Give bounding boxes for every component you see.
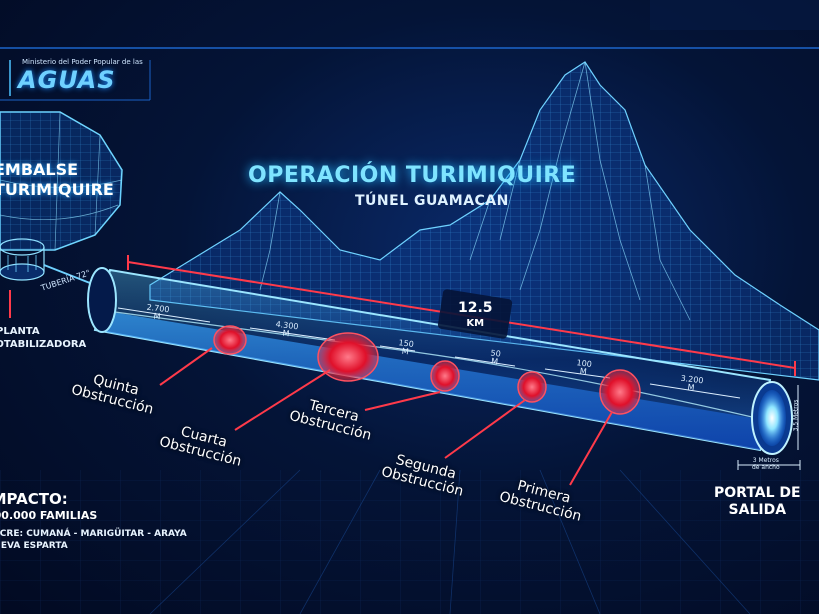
obstruction-1	[599, 369, 641, 415]
width-line2: de ancho	[752, 464, 780, 471]
length-label: 12.5 KM	[458, 300, 493, 332]
impacto-line1: SUCRE: CUMANÁ - MARIGÜITAR - ARAYA	[0, 529, 187, 539]
embalse-line1: EMBALSE	[0, 160, 79, 179]
length-unit: KM	[466, 318, 485, 329]
portal-label: PORTAL DE SALIDA	[714, 485, 801, 519]
segment-label: 2.700 M	[145, 303, 170, 323]
length-measure	[127, 255, 796, 376]
segment-label: 50 M	[489, 348, 501, 367]
page-title: OPERACIÓN TURIMIQUIRE	[248, 163, 577, 188]
impacto-title: IMPACTO:	[0, 490, 68, 508]
impacto-familias: 500.000 FAMILIAS	[0, 509, 98, 522]
portal-line2: SALIDA	[728, 502, 787, 518]
ministry-logo-text: AGUAS	[18, 66, 116, 94]
ministry-label: Ministerio del Poder Popular de las	[22, 58, 143, 66]
embalse-globe	[0, 111, 123, 251]
length-value: 12.5	[458, 300, 493, 316]
embalse-label: EMBALSE TURIMIQUIRE	[0, 160, 114, 200]
obstruction-2	[517, 371, 547, 403]
portal-line1: PORTAL DE	[714, 485, 801, 501]
embalse-line2: TURIMIQUIRE	[0, 180, 114, 199]
impacto-locations: SUCRE: CUMANÁ - MARIGÜITAR - ARAYA NUEVA…	[0, 528, 187, 552]
impacto-line2: NUEVA ESPARTA	[0, 541, 68, 551]
obstruction-markers	[213, 325, 641, 415]
segment-label: 3.200 M	[679, 374, 704, 394]
tunnel-tube	[87, 267, 793, 455]
floor-grid	[0, 469, 819, 614]
portal-dimensions	[737, 385, 801, 470]
segment-label: 4.300 M	[274, 320, 299, 340]
segment-label: 100 M	[575, 358, 592, 377]
segment-unit: M	[490, 356, 499, 367]
obstruction-4b	[430, 360, 460, 392]
width-line1: 3 Metros	[752, 457, 779, 464]
planta-icon	[0, 238, 96, 318]
obstruction-3	[317, 332, 379, 382]
segment-label: 150 M	[397, 338, 414, 357]
leader-lines	[159, 347, 613, 486]
planta-line1: PLANTA	[0, 326, 40, 337]
page-subtitle: TÚNEL GUAMACAN	[355, 193, 509, 209]
segment-ticks	[117, 307, 741, 399]
mountain-wireframe	[149, 61, 819, 381]
obstruction-5	[213, 325, 247, 355]
portal-height-label: 3,5 Metros	[792, 399, 800, 432]
planta-label: PLANTA POTABILIZADORA	[0, 325, 86, 351]
header-frame	[0, 0, 819, 101]
portal-width-label: 3 Metros de ancho	[752, 457, 780, 471]
planta-line2: POTABILIZADORA	[0, 339, 87, 350]
